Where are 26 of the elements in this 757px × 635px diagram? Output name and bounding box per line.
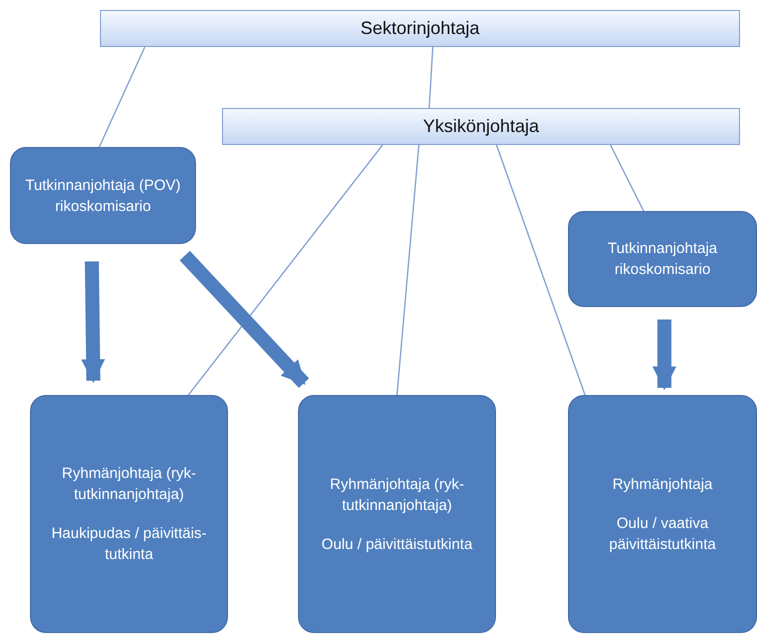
connector-line bbox=[496, 144, 586, 396]
rounded-box bbox=[30, 395, 228, 633]
connector-line bbox=[428, 46, 434, 108]
block-arrow bbox=[180, 250, 310, 388]
role-text: Tutkinnanjohtaja (POV) rikoskomisario bbox=[25, 176, 181, 216]
block-arrow bbox=[81, 261, 105, 384]
role-text: Tutkinnanjohtaja rikoskomisario bbox=[606, 239, 718, 280]
rounded-box bbox=[568, 211, 757, 307]
role-text: Haukipudas / päivittäis-tutkinta bbox=[50, 524, 208, 565]
role-text: Ryhmänjohtaja (ryk-tutkinnanjohtaja) bbox=[60, 464, 198, 505]
role-title: Sektorinjohtaja bbox=[360, 18, 480, 39]
rounded-box bbox=[10, 147, 196, 244]
role-text: Oulu / päivittäistutkinta bbox=[322, 534, 472, 554]
title-bar bbox=[100, 10, 740, 47]
rounded-box bbox=[568, 395, 757, 633]
rounded-box bbox=[298, 395, 496, 633]
role-text: Ryhmänjohtaja bbox=[612, 474, 713, 494]
role-text: Oulu / vaativa päivittäistutkinta bbox=[608, 514, 717, 554]
role-title: Yksikönjohtaja bbox=[422, 116, 540, 137]
connector-line bbox=[396, 144, 420, 396]
connector-line bbox=[98, 46, 146, 148]
block-arrow bbox=[652, 319, 676, 390]
connector-line bbox=[188, 144, 384, 396]
title-bar bbox=[222, 108, 740, 145]
connector-line bbox=[610, 144, 644, 212]
role-text: Ryhmänjohtaja (ryk-tutkinnanjohtaja) bbox=[328, 474, 466, 516]
